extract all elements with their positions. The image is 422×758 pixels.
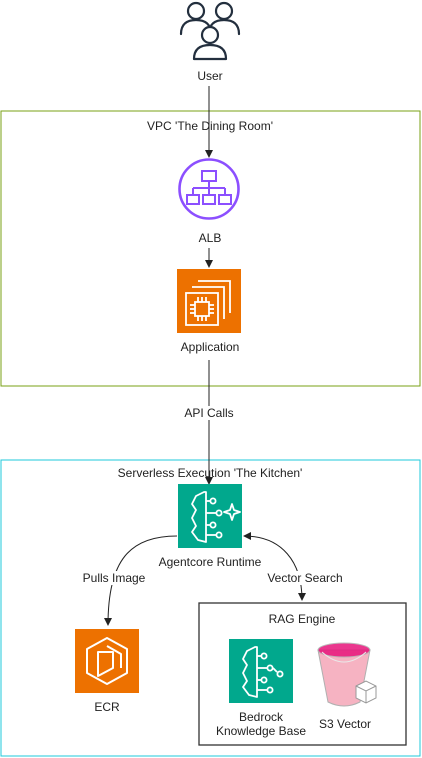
bedrock-icon	[229, 639, 293, 703]
knowledge-base-label-line1: Bedrock	[238, 710, 284, 724]
user-label: User	[197, 69, 223, 83]
edge-agentcore-to-ecr	[104, 535, 178, 626]
bedrock-agentcore-icon	[178, 484, 242, 548]
serverless-group-border	[0, 459, 421, 757]
s3-vector-label: S3 Vector	[318, 717, 372, 731]
rag-engine-group-border	[198, 602, 407, 746]
edge-agentcore-ragengine	[243, 532, 306, 601]
ec2-instance-icon	[177, 269, 241, 333]
ecr-label: ECR	[94, 700, 120, 714]
s3-bucket-icon	[317, 642, 377, 707]
knowledge-base-label-line2: Knowledge Base	[215, 724, 307, 738]
load-balancer-icon	[178, 158, 240, 220]
rag-engine-label: RAG Engine	[268, 612, 336, 626]
serverless-group-label: Serverless Execution 'The Kitchen'	[117, 466, 303, 480]
vpc-group-label: VPC 'The Dining Room'	[147, 119, 273, 133]
ecr-icon	[75, 629, 139, 693]
application-label: Application	[180, 340, 240, 354]
alb-label: ALB	[198, 231, 222, 245]
edge-label-vector-search: Vector Search	[265, 571, 345, 585]
agentcore-runtime-label: Agentcore Runtime	[158, 555, 262, 569]
users-icon	[179, 1, 241, 61]
vpc-group-border	[0, 110, 421, 387]
edge-label-pulls-image: Pulls Image	[79, 571, 149, 585]
edge-label-api-calls: API Calls	[177, 406, 241, 420]
